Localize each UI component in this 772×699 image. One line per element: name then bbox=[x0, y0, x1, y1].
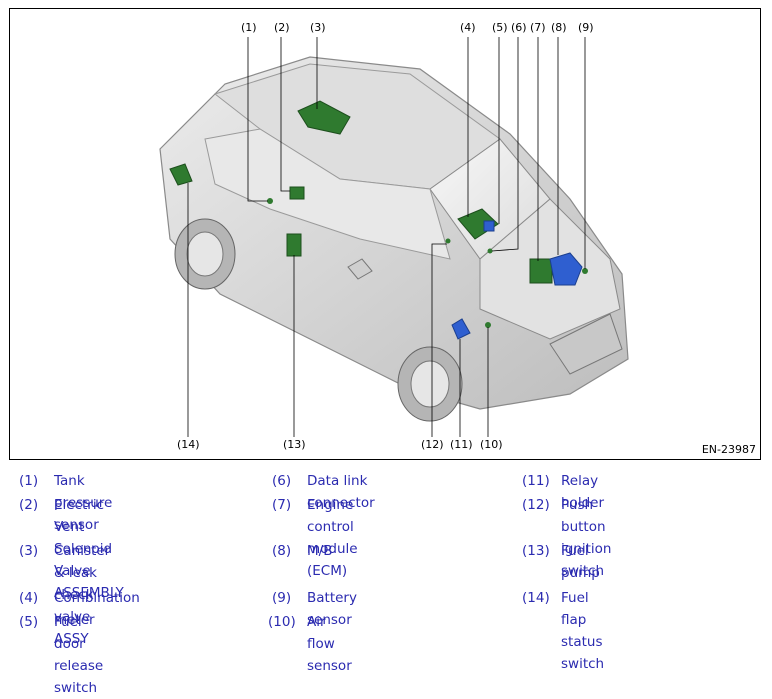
legend-number: (14) bbox=[522, 590, 550, 606]
callout-6: (6) bbox=[511, 21, 527, 34]
legend-text: Tank pressure sensor bbox=[54, 473, 113, 533]
legend-number: (10) bbox=[268, 614, 296, 630]
callout-11: (11) bbox=[450, 438, 473, 451]
data-link-connector bbox=[487, 248, 493, 254]
legend-text: M/B bbox=[307, 543, 333, 559]
callout-10: (10) bbox=[480, 438, 503, 451]
tank-pressure-sensor bbox=[267, 198, 273, 204]
car-illustration bbox=[159, 37, 629, 437]
callout-9: (9) bbox=[578, 21, 594, 34]
callout-12: (12) bbox=[421, 438, 444, 451]
figure-id-label: EN-23987 bbox=[701, 443, 756, 456]
side-windows bbox=[204, 128, 451, 260]
legend-text: Fuel flap status switch bbox=[561, 590, 605, 672]
legend-number: (13) bbox=[522, 543, 550, 559]
callout-4: (4) bbox=[460, 21, 476, 34]
electric-vent-solenoid-valve bbox=[289, 186, 305, 200]
legend-text: Push button ignition switch bbox=[561, 497, 612, 579]
legend-number: (2) bbox=[19, 497, 39, 513]
legend-number: (9) bbox=[272, 590, 292, 606]
legend-text: Engine control module (ECM) bbox=[307, 497, 358, 579]
callout-7: (7) bbox=[530, 21, 546, 34]
callout-1: (1) bbox=[241, 21, 257, 34]
fuel-pump bbox=[286, 233, 302, 257]
callout-13: (13) bbox=[283, 438, 306, 451]
legend-text: Electric Vent Solenoid Valve ASSEMBLY bbox=[54, 497, 124, 601]
legend-text: Fuel pump bbox=[561, 543, 600, 581]
callout-5: (5) bbox=[492, 21, 508, 34]
canister-leak-check-valve bbox=[297, 100, 351, 135]
legend-number: (4) bbox=[19, 590, 39, 606]
callout-8: (8) bbox=[551, 21, 567, 34]
air-flow-sensor bbox=[485, 322, 491, 328]
relay-holder bbox=[451, 318, 471, 340]
callout-3: (3) bbox=[310, 21, 326, 34]
fuel-door-release-switch bbox=[483, 220, 495, 232]
rear-wheel bbox=[174, 218, 236, 290]
legend-number: (8) bbox=[272, 543, 292, 559]
leader-lines bbox=[187, 37, 586, 437]
legend-text: Relay holder bbox=[561, 473, 604, 511]
legend-number: (3) bbox=[19, 543, 39, 559]
callout-2: (2) bbox=[274, 21, 290, 34]
push-button-ignition-switch bbox=[445, 238, 451, 244]
main-fuse-box bbox=[549, 252, 583, 286]
legend-text: Air flow sensor bbox=[307, 614, 352, 674]
legend-number: (12) bbox=[522, 497, 550, 513]
engine-control-module bbox=[529, 258, 553, 284]
legend-text: Data link connector bbox=[307, 473, 375, 511]
callout-14: (14) bbox=[177, 438, 200, 451]
legend-number: (11) bbox=[522, 473, 550, 489]
vehicle-component-diagram: (1) (2) (3) (4) (5) (6) (7) (8) (9) (10)… bbox=[9, 8, 761, 460]
legend-text: Battery sensor bbox=[307, 590, 357, 628]
battery-sensor bbox=[582, 268, 588, 274]
legend-number: (5) bbox=[19, 614, 39, 630]
front-wheel bbox=[397, 346, 463, 422]
component-legend: (1) Tank pressure sensor (2) Electric Ve… bbox=[0, 466, 772, 696]
legend-number: (7) bbox=[272, 497, 292, 513]
grille bbox=[549, 313, 623, 375]
fuel-flap-status-switch bbox=[169, 163, 193, 186]
legend-text: Fuel door release switch bbox=[54, 614, 104, 696]
legend-number: (1) bbox=[19, 473, 39, 489]
legend-text: Combination meter bbox=[54, 590, 140, 628]
side-mirror bbox=[347, 258, 373, 280]
legend-number: (6) bbox=[272, 473, 292, 489]
